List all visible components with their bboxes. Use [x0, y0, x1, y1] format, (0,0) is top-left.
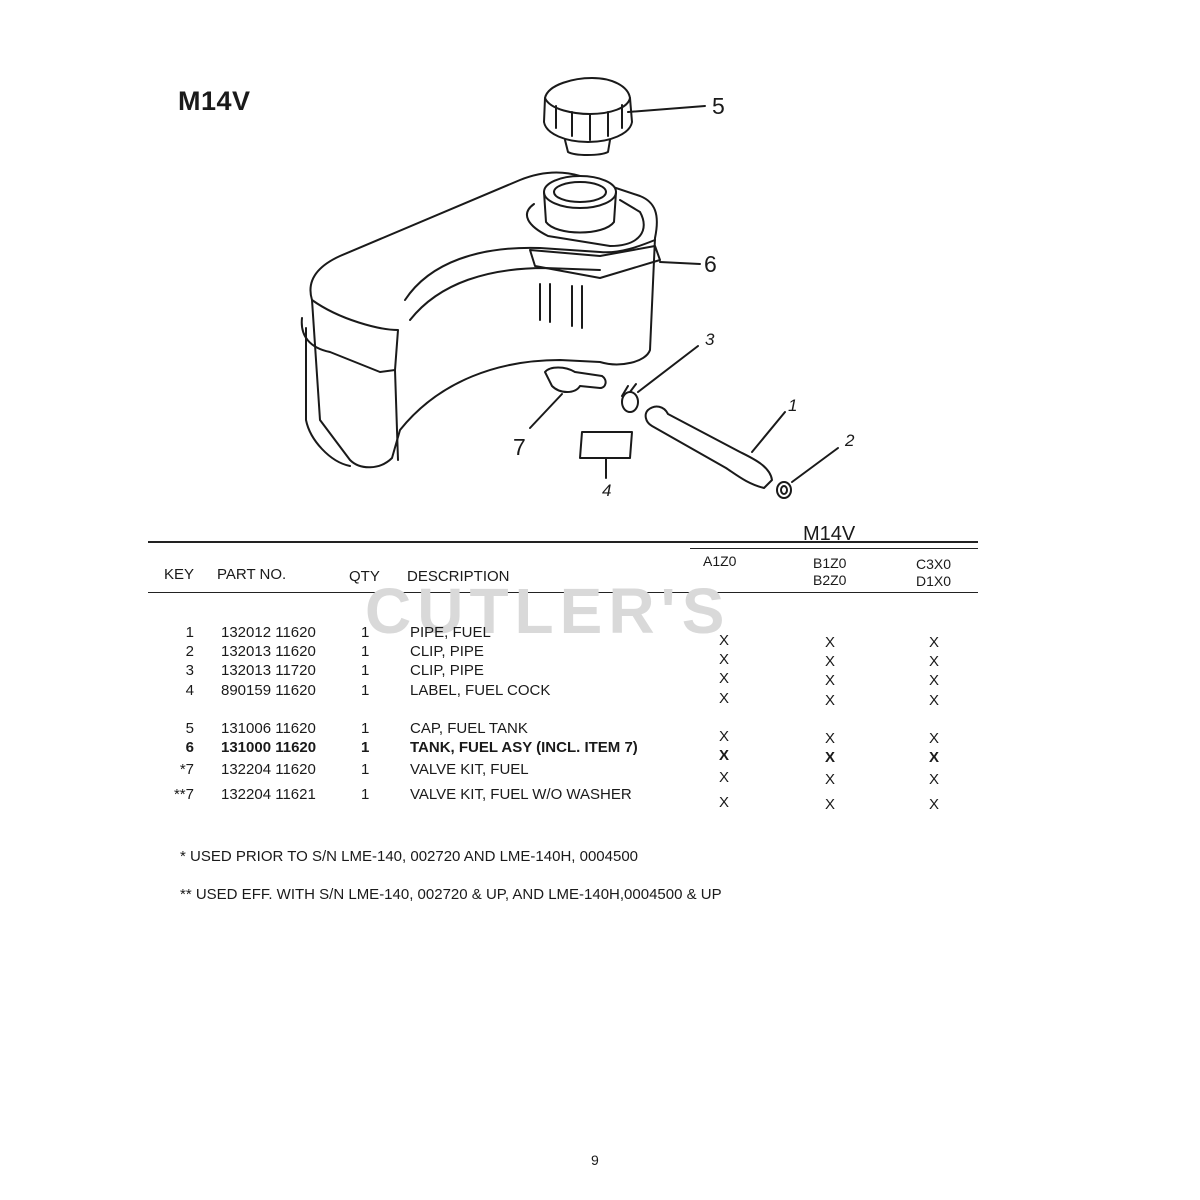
row-col-c: X: [929, 730, 940, 747]
row-description: PIPE, FUEL: [410, 624, 491, 641]
row-col-a: X: [719, 747, 730, 764]
row-col-c: X: [929, 692, 940, 709]
row-qty: 1: [361, 662, 370, 679]
row-description: CLIP, PIPE: [410, 643, 484, 660]
row-part-number: 132204 11621: [221, 786, 316, 803]
clip-pipe-drawing: [621, 345, 699, 413]
row-col-b: X: [825, 749, 836, 766]
row-qty: 1: [361, 761, 370, 778]
table-row: 2 132013 11620 1 CLIP, PIPE X X X: [0, 643, 1200, 670]
row-key: 3: [185, 662, 194, 679]
table-header-rule: [148, 592, 978, 593]
row-col-b: X: [825, 672, 836, 689]
row-part-number: 131000 11620: [221, 739, 317, 756]
table-top-rule: [148, 541, 978, 543]
row-qty: 1: [361, 682, 370, 699]
row-qty: 1: [361, 624, 370, 641]
table-row: 1 132012 11620 1 PIPE, FUEL X X X: [0, 624, 1200, 651]
callout-4: 4: [602, 481, 611, 500]
row-description: CLIP, PIPE: [410, 662, 484, 679]
row-col-a: X: [719, 769, 730, 786]
header-col-c-2: D1X0: [916, 573, 952, 589]
callout-6: 6: [704, 251, 717, 277]
header-qty: QTY: [349, 568, 380, 585]
header-description: DESCRIPTION: [407, 568, 510, 585]
row-key: 5: [185, 720, 194, 737]
row-qty: 1: [361, 786, 370, 803]
footnote-2: ** USED EFF. WITH S/N LME-140, 002720 & …: [180, 886, 722, 903]
fuel-pipe-drawing: [644, 405, 786, 489]
callout-2: 2: [844, 431, 855, 450]
row-col-a: X: [719, 632, 730, 649]
row-key: 2: [185, 643, 194, 660]
table-row: 4 890159 11620 1 LABEL, FUEL COCK X X X: [0, 682, 1200, 709]
row-col-c: X: [929, 796, 940, 813]
row-col-b: X: [825, 653, 836, 670]
row-key: 6: [185, 739, 194, 756]
row-col-b: X: [825, 796, 836, 813]
row-col-a: X: [719, 794, 730, 811]
row-key: *7: [179, 761, 194, 778]
row-part-number: 131006 11620: [221, 720, 316, 737]
exploded-parts-diagram: 5 6 3 1 2 7 4: [300, 77, 855, 500]
row-part-number: 132012 11620: [221, 624, 316, 641]
row-description: CAP, FUEL TANK: [410, 720, 528, 737]
clip-drawing: [776, 447, 839, 499]
page-number: 9: [591, 1152, 599, 1168]
row-description: TANK, FUEL ASY (INCL. ITEM 7): [410, 739, 638, 756]
row-key: 1: [185, 624, 194, 641]
table-row: 3 132013 11720 1 CLIP, PIPE X X X: [0, 662, 1200, 689]
row-qty: 1: [361, 739, 370, 756]
row-part-number: 132013 11620: [221, 643, 316, 660]
row-col-a: X: [719, 670, 730, 687]
row-part-number: 132204 11620: [221, 761, 316, 778]
row-key: **7: [173, 786, 194, 803]
table-row: **7 132204 11621 1 VALVE KIT, FUEL W/O WASH…: [0, 786, 1200, 813]
row-qty: 1: [361, 720, 370, 737]
row-qty: 1: [361, 643, 370, 660]
row-col-c: X: [929, 672, 940, 689]
row-part-number: 132013 11720: [221, 662, 316, 679]
row-col-b: X: [825, 692, 836, 709]
header-key: KEY: [164, 566, 195, 583]
header-col-b-1: B1Z0: [813, 555, 847, 571]
table-row: 6 131000 11620 1 TANK, FUEL ASY (INCL. ITEM…: [0, 739, 1200, 766]
row-description: VALVE KIT, FUEL W/O WASHER: [410, 786, 632, 803]
watermark: CUTLER'S: [365, 575, 731, 647]
row-col-c: X: [929, 653, 940, 670]
fuel-cap-drawing: [543, 77, 706, 156]
row-col-a: X: [719, 728, 730, 745]
row-col-a: X: [719, 690, 730, 707]
model-title: M14V: [178, 86, 251, 116]
row-col-c: X: [929, 771, 940, 788]
header-col-c-1: C3X0: [916, 556, 952, 572]
fuel-valve-drawing: [529, 366, 607, 429]
table-row: 5 131006 11620 1 CAP, FUEL TANK X X X: [0, 720, 1200, 747]
header-col-b-2: B2Z0: [813, 572, 847, 588]
header-part-no: PART NO.: [217, 566, 287, 583]
row-part-number: 890159 11620: [221, 682, 316, 699]
row-col-a: X: [719, 651, 730, 668]
callout-5: 5: [712, 93, 725, 119]
row-col-c: X: [929, 634, 940, 651]
fuel-tank-drawing: [300, 171, 701, 469]
row-col-c: X: [929, 749, 940, 766]
callout-1: 1: [788, 396, 797, 415]
table-row: *7 132204 11620 1 VALVE KIT, FUEL X X X: [0, 761, 1200, 788]
fuel-cock-label-drawing: [579, 431, 633, 479]
callout-7: 7: [513, 434, 526, 460]
callout-3: 3: [705, 330, 715, 349]
row-col-b: X: [825, 771, 836, 788]
row-col-b: X: [825, 634, 836, 651]
row-col-b: X: [825, 730, 836, 747]
row-description: LABEL, FUEL COCK: [410, 682, 551, 699]
footnote-1: * USED PRIOR TO S/N LME-140, 002720 AND …: [180, 848, 639, 865]
row-description: VALVE KIT, FUEL: [410, 761, 529, 778]
table-model-header: M14V: [803, 523, 856, 545]
row-key: 4: [185, 682, 194, 699]
header-col-a-1: A1Z0: [703, 553, 737, 569]
model-header-rule: [690, 548, 978, 549]
